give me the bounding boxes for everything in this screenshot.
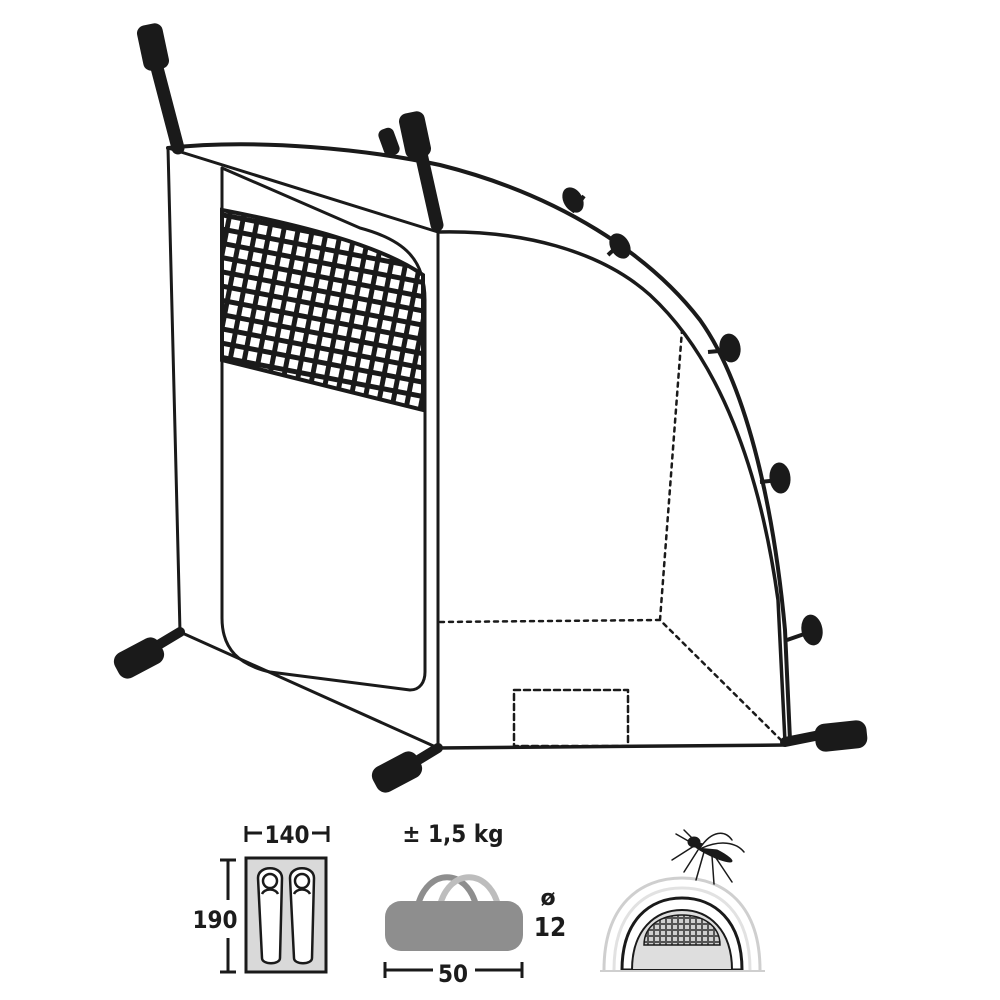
pack-size-spec: ± 1,5 kg 50 ø 12	[383, 820, 567, 988]
diameter-symbol: ø	[540, 886, 555, 911]
pack-length-label: 50	[438, 960, 468, 988]
sleeping-bag-icon	[256, 867, 284, 965]
width-dimension-line	[244, 826, 330, 842]
bed-size-spec: 140 190	[192, 821, 330, 974]
bag-handle-icon	[437, 874, 501, 906]
net-arc	[602, 876, 762, 971]
pole-caps	[136, 23, 432, 159]
bag-handle-icon	[415, 874, 479, 906]
mosquito-net-spec	[600, 829, 765, 972]
dome-mesh-icon	[643, 914, 721, 946]
mesh-window	[220, 207, 425, 413]
net-arc	[612, 886, 752, 971]
inner-tent-dotted	[438, 328, 785, 744]
bed-length-label: 190	[192, 906, 237, 934]
pack-length-dimension-line	[383, 962, 524, 978]
bed-width-label: 140	[264, 821, 309, 849]
roof-stakes	[562, 187, 823, 646]
door-outline	[220, 166, 427, 692]
length-dimension-line	[220, 858, 236, 974]
feet-caps	[113, 637, 868, 793]
mosquito-icon	[671, 829, 745, 885]
floor-vent	[512, 688, 630, 748]
pack-diameter-label: 12	[534, 913, 567, 943]
weight-label: ± 1,5 kg	[402, 820, 503, 848]
sleeping-bag-icon	[288, 867, 316, 965]
pack-bag-icon	[385, 901, 523, 951]
front-arch	[436, 230, 787, 744]
